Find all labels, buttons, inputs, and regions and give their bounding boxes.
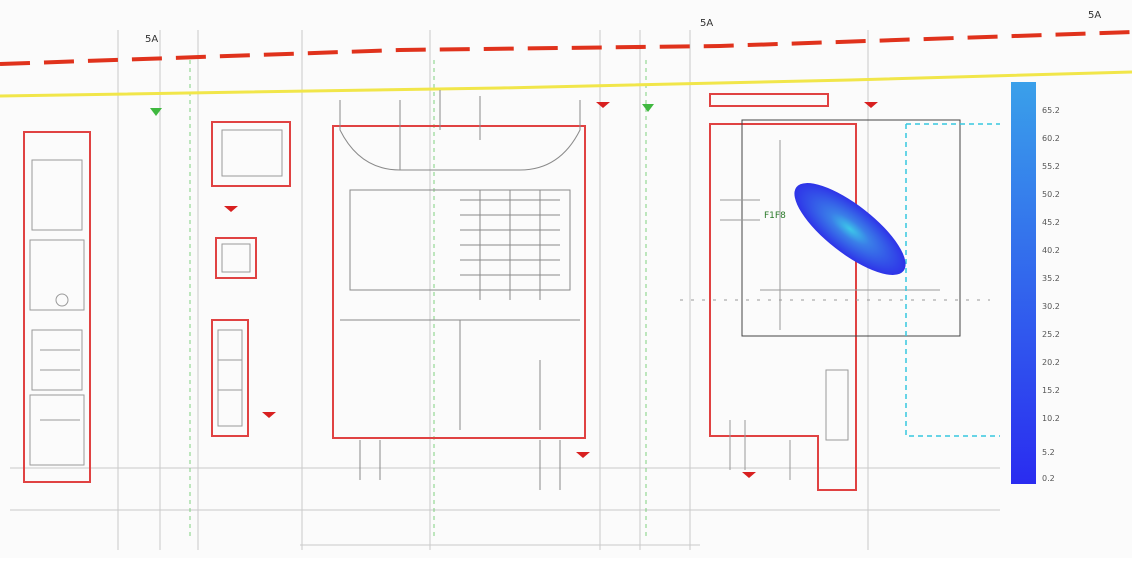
- colorbar: [1011, 82, 1036, 484]
- colorbar-tick: 25.2: [1042, 330, 1060, 339]
- hotspot-label: F1F8: [764, 211, 786, 221]
- main-room-fixtures: [339, 90, 581, 490]
- colorbar-tick: 60.2: [1042, 134, 1060, 143]
- mid-left-fixtures: [217, 129, 283, 427]
- guide-lines: [189, 60, 647, 540]
- power-line: [0, 30, 1132, 66]
- colorbar-tick: 20.2: [1042, 358, 1060, 367]
- arrow-icon: [224, 206, 238, 212]
- marker-group: [224, 102, 878, 478]
- arrow-icon: [742, 472, 756, 478]
- zone-box-a: [211, 121, 291, 187]
- hotspot-ellipse: [794, 183, 906, 275]
- zone-box-main: [332, 125, 586, 439]
- colorbar-tick: 5.2: [1042, 448, 1055, 457]
- colorbar-tick: 55.2: [1042, 162, 1060, 171]
- left-column-fixtures: [29, 159, 85, 466]
- top-label-2: 5A: [700, 18, 713, 29]
- colorbar-tick: 35.2: [1042, 274, 1060, 283]
- zone-box-strip: [709, 93, 829, 107]
- zone-box-right: [709, 123, 857, 491]
- colorbar-tick: 15.2: [1042, 386, 1060, 395]
- colorbar-tick: 10.2: [1042, 414, 1060, 423]
- arrow-icon: [864, 102, 878, 108]
- arrow-icon: [150, 108, 162, 116]
- cyan-zone: [905, 123, 1000, 437]
- colorbar-tick: 50.2: [1042, 190, 1060, 199]
- top-label-1: 5A: [145, 34, 158, 45]
- zone-box-b: [215, 237, 257, 279]
- right-zone-fixtures: [680, 140, 990, 480]
- zone-box-c: [211, 319, 249, 437]
- arrow-icon: [596, 102, 610, 108]
- colorbar-tick: 65.2: [1042, 106, 1060, 115]
- colorbar-tick: 45.2: [1042, 218, 1060, 227]
- boundary-line: [0, 70, 1132, 98]
- arrow-icon: [262, 412, 276, 418]
- colorbar-tick: 0.2: [1042, 474, 1055, 483]
- top-label-3: 5A: [1088, 10, 1101, 21]
- green-marker-group: [150, 104, 654, 116]
- selection-frame: [741, 119, 961, 337]
- zone-box-left: [23, 131, 91, 483]
- colorbar-tick: 40.2: [1042, 246, 1060, 255]
- arrow-icon: [642, 104, 654, 112]
- colorbar-tick: 30.2: [1042, 302, 1060, 311]
- arrow-icon: [576, 452, 590, 458]
